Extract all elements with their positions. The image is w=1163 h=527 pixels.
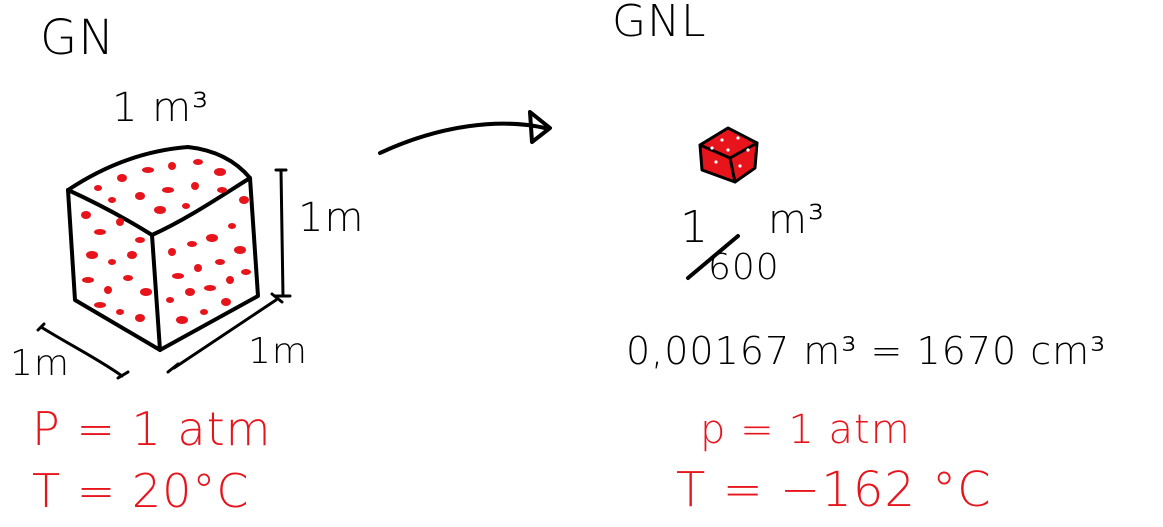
molecule-dot	[123, 275, 133, 281]
molecule-dot	[116, 218, 124, 226]
gas-cube	[66, 145, 260, 352]
molecule-dot	[108, 197, 116, 203]
molecule-dot	[166, 297, 174, 303]
molecule-dot	[154, 206, 166, 214]
gas-height-label: 1m	[298, 195, 365, 241]
molecule-dot	[108, 259, 116, 265]
molecule-dot	[182, 203, 190, 209]
molecule-dot	[140, 288, 152, 296]
molecule-dot	[206, 234, 218, 242]
molecule-dot	[135, 314, 145, 322]
depth-dimension-line	[36, 322, 130, 380]
fraction-denominator: 600	[708, 247, 780, 288]
gas-cube-dimension-lines	[36, 168, 292, 380]
height-dimension-line	[274, 168, 292, 298]
molecule-dot	[168, 162, 176, 170]
gas-width-label: 1m	[248, 331, 308, 372]
molecule-dot	[185, 288, 195, 296]
molecule-dot	[187, 241, 197, 247]
molecule-dot	[104, 286, 112, 294]
molecule-dot	[127, 251, 137, 259]
liquid-texture-dot	[738, 164, 742, 168]
liquid-texture-dot	[746, 148, 750, 152]
molecule-dot	[226, 276, 234, 284]
liquid-texture-dot	[714, 160, 718, 164]
molecule-dot	[117, 174, 127, 182]
molecule-dot	[221, 298, 231, 306]
molecule-dot	[200, 309, 208, 315]
molecule-dot	[176, 316, 188, 324]
liquid-pressure: p = 1 atm	[700, 407, 911, 453]
gas-volume-label: 1 m³	[112, 85, 210, 131]
molecule-dot	[214, 168, 226, 176]
molecule-dot	[168, 248, 176, 256]
molecule-dot	[228, 223, 236, 229]
molecule-dot	[241, 269, 251, 275]
gas-depth-label: 1m	[10, 343, 70, 384]
liquid-temperature: T = −162 °C	[676, 462, 992, 518]
molecule-dot	[194, 264, 202, 272]
liquid-cube-body	[698, 126, 759, 184]
molecule-dot	[239, 196, 249, 204]
molecule-dot	[116, 309, 124, 315]
liquid-cube	[698, 126, 759, 184]
gas-temperature: T = 20°C	[32, 464, 250, 518]
molecule-dot	[193, 159, 203, 165]
fraction-unit: m³	[768, 197, 825, 243]
molecule-dot	[94, 185, 102, 191]
transformation-arrow	[378, 110, 552, 155]
molecule-dot	[86, 251, 98, 259]
gas-pressure: P = 1 atm	[32, 402, 272, 456]
molecule-dot	[234, 246, 246, 254]
molecule-dot	[82, 277, 94, 283]
gas-cube-right-face	[158, 176, 260, 352]
width-dimension-line	[166, 292, 284, 374]
molecule-dot	[142, 167, 154, 173]
molecule-dot	[191, 182, 199, 190]
liquid-texture-dot	[726, 148, 730, 152]
molecule-dot	[204, 285, 216, 291]
molecule-dot	[172, 273, 184, 279]
molecule-dot	[135, 237, 145, 243]
molecule-dot	[135, 192, 145, 200]
molecule-dot	[217, 187, 227, 193]
fraction-slash	[686, 234, 740, 280]
gas-cube-left-face	[66, 188, 162, 352]
molecule-dot	[94, 229, 106, 235]
volume-conversion: 0,00167 m³ = 1670 cm³	[626, 329, 1107, 373]
liquid-title: GNL	[612, 0, 707, 47]
liquid-cube-texture	[710, 136, 750, 168]
molecule-dot	[94, 302, 106, 308]
molecule-dot	[162, 187, 174, 193]
gas-molecule-dots	[81, 159, 251, 324]
gas-title: GN	[40, 10, 116, 66]
molecule-dot	[81, 211, 91, 219]
liquid-cube-edges	[698, 141, 759, 184]
liquid-texture-dot	[710, 146, 714, 150]
molecule-dot	[215, 259, 225, 265]
fraction-numerator: 1	[680, 202, 709, 253]
liquid-texture-dot	[736, 136, 740, 140]
liquid-texture-dot	[720, 138, 724, 142]
